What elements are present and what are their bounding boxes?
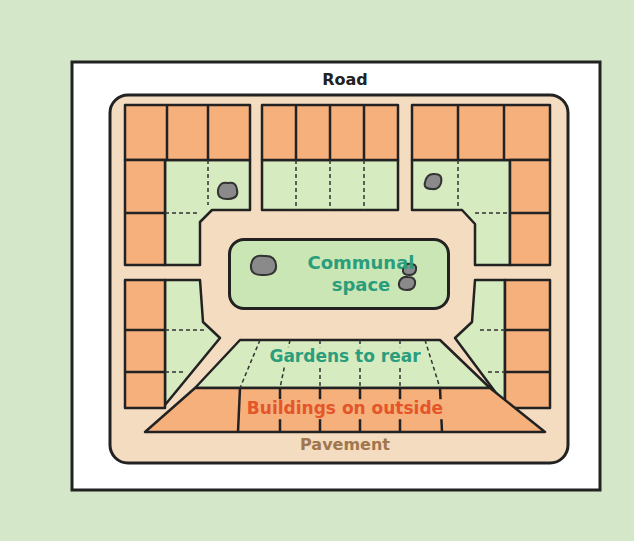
pavement-label: Pavement (297, 436, 393, 454)
building-label: Buildings on outside (244, 399, 446, 419)
node-title: Communal space (283, 252, 439, 297)
communal-space: Communal space (228, 238, 450, 310)
node-text-area: Communal space (283, 241, 439, 307)
garden-label: Gardens to rear (266, 347, 423, 367)
road-label: Road (319, 71, 371, 89)
